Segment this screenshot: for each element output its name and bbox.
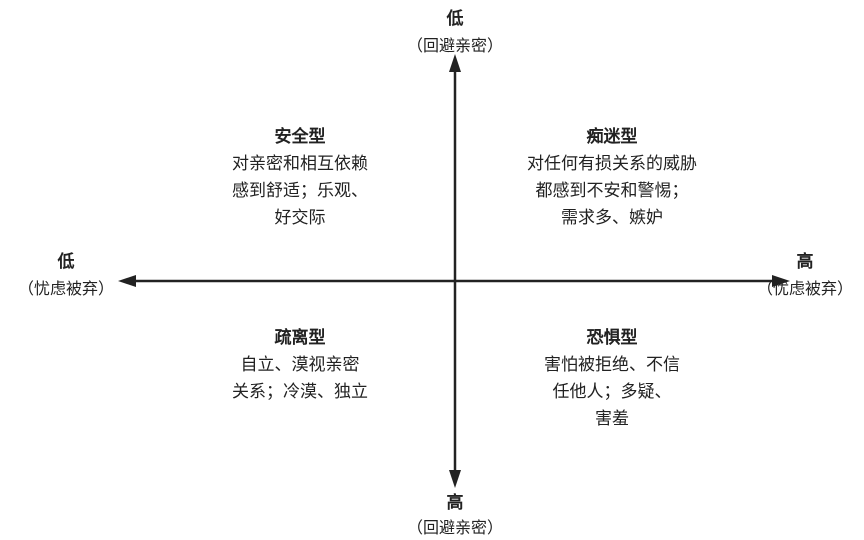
bottom-axis-level: 高 bbox=[446, 493, 464, 513]
top-axis-level: 低 bbox=[446, 9, 464, 29]
quadrant-line: 害羞 bbox=[595, 409, 629, 429]
arrow-down-icon bbox=[449, 470, 461, 488]
quadrant-line: 对亲密和相互依赖 bbox=[232, 154, 368, 174]
arrow-up-icon bbox=[449, 54, 461, 72]
quadrant-line: 对任何有损关系的威胁 bbox=[527, 154, 697, 174]
top-axis-dimension: （回避亲密） bbox=[406, 36, 504, 55]
right-axis-level: 高 bbox=[796, 252, 814, 272]
quadrant-line: 任他人；多疑、 bbox=[552, 382, 672, 402]
left-axis-dimension: （忧虑被弃） bbox=[17, 279, 115, 298]
quadrant-preoccupied: 痴迷型 对任何有损关系的威胁 都感到不安和警惕； 需求多、嫉妒 bbox=[527, 124, 697, 232]
bottom-axis-dimension: （回避亲密） bbox=[406, 518, 504, 537]
quadrant-secure: 安全型 对亲密和相互依赖 感到舒适；乐观、 好交际 bbox=[232, 124, 368, 232]
quadrant-fearful: 恐惧型 害怕被拒绝、不信 任他人；多疑、 害羞 bbox=[544, 325, 680, 433]
quadrant-line: 自立、漠视亲密 bbox=[240, 355, 360, 375]
left-axis-level: 低 bbox=[57, 252, 75, 272]
right-axis-dimension: （忧虑被弃） bbox=[756, 279, 854, 298]
quadrant-title: 痴迷型 bbox=[586, 127, 638, 147]
quadrant-line: 需求多、嫉妒 bbox=[561, 208, 663, 228]
quadrant-dismissing: 疏离型 自立、漠视亲密 关系；冷漠、独立 bbox=[232, 325, 368, 406]
quadrant-line: 害怕被拒绝、不信 bbox=[544, 355, 680, 375]
arrow-left-icon bbox=[118, 275, 136, 287]
quadrant-line: 感到舒适；乐观、 bbox=[232, 181, 368, 201]
quadrant-line: 好交际 bbox=[274, 208, 326, 228]
arrow-right-icon bbox=[772, 275, 790, 287]
quadrant-title: 恐惧型 bbox=[586, 328, 638, 348]
quadrant-line: 都感到不安和警惕； bbox=[535, 181, 689, 201]
quadrant-title: 安全型 bbox=[274, 127, 326, 147]
quadrant-title: 疏离型 bbox=[274, 328, 326, 348]
quadrant-line: 关系；冷漠、独立 bbox=[232, 382, 368, 402]
